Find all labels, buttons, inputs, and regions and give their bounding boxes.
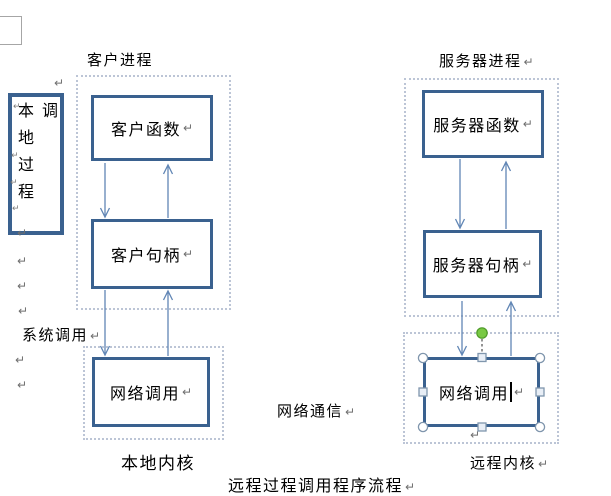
client-handle-box[interactable]: 客户句柄 ↵ (91, 219, 213, 289)
linebreak-mark: ↵ (13, 102, 21, 112)
local-procedure-call-vertical-box[interactable]: 本地过程调 (8, 93, 64, 235)
pilcrow-mark: ↵ (181, 385, 193, 399)
pilcrow-mark: ↵ (405, 480, 416, 494)
pilcrow-mark: ↵ (18, 304, 29, 318)
resize-handle-top-right[interactable] (534, 352, 546, 364)
pilcrow-mark: ↵ (17, 279, 28, 293)
network-communication-label: 网络通信↵ (277, 402, 356, 420)
pilcrow-mark: ↵ (182, 247, 194, 261)
pilcrow-mark: ↵ (54, 76, 65, 90)
server-handle-label: 服务器句柄 (432, 256, 521, 275)
server-handle-box[interactable]: 服务器句柄 ↵ (423, 230, 542, 298)
linebreak-mark: ↵ (12, 204, 20, 214)
server-network-call-box-selected[interactable]: 网络调用 ↵ (423, 357, 540, 427)
resize-handle-right[interactable] (535, 387, 545, 397)
resize-handle-bottom-left[interactable] (417, 421, 429, 433)
server-process-group-box (404, 78, 559, 317)
client-handle-label: 客户句柄 (110, 246, 181, 265)
pilcrow-mark: ↵ (523, 55, 534, 69)
linebreak-mark: ↵ (10, 178, 18, 188)
pilcrow-mark: ↵ (345, 405, 356, 419)
pilcrow-mark: ↵ (17, 378, 28, 392)
system-call-label: 系统调用↵ (22, 326, 101, 344)
local-procedure-call-vertical-text: 本地过程调 (15, 102, 58, 210)
local-kernel-label: 本地内核 (121, 454, 195, 474)
pilcrow-mark: ↵ (522, 117, 533, 131)
pilcrow-mark: ↵ (522, 257, 533, 271)
client-function-box[interactable]: 客户函数 ↵ (91, 95, 213, 161)
server-function-box[interactable]: 服务器函数 ↵ (422, 90, 544, 158)
page-margin-corner-mark (0, 16, 22, 45)
client-network-call-label: 网络调用 (109, 384, 180, 403)
client-process-label: 客户进程 (87, 51, 154, 69)
local-kernel-group-box (83, 346, 224, 440)
resize-handle-top[interactable] (477, 352, 487, 363)
server-process-label: 服务器进程↵ (439, 52, 534, 70)
remote-kernel-label: 远程内核↵ (470, 454, 549, 472)
pilcrow-mark: ↵ (470, 428, 481, 442)
client-process-group-box (76, 75, 231, 310)
pilcrow-mark: ↵ (17, 254, 28, 268)
pilcrow-mark: ↵ (90, 329, 101, 343)
client-function-label: 客户函数 (110, 120, 181, 139)
client-network-call-box[interactable]: 网络调用 ↵ (92, 357, 210, 427)
text-cursor (509, 382, 512, 402)
resize-handle-bottom-right[interactable] (534, 421, 546, 433)
pilcrow-mark: ↵ (15, 353, 26, 367)
pilcrow-mark: ↵ (182, 121, 194, 135)
linebreak-mark: ↵ (11, 151, 19, 161)
pilcrow-mark: ↵ (513, 385, 525, 399)
rotate-handle[interactable] (476, 327, 488, 339)
resize-handle-left[interactable] (418, 387, 428, 397)
diagram-caption: 远程过程调用程序流程↵ (228, 476, 416, 495)
pilcrow-mark: ↵ (538, 457, 549, 471)
resize-handle-top-left[interactable] (417, 352, 429, 364)
pilcrow-mark: ↵ (17, 226, 28, 240)
server-network-call-label: 网络调用 (438, 384, 509, 403)
server-function-label: 服务器函数 (433, 116, 521, 135)
resize-handle-bottom[interactable] (477, 422, 487, 432)
